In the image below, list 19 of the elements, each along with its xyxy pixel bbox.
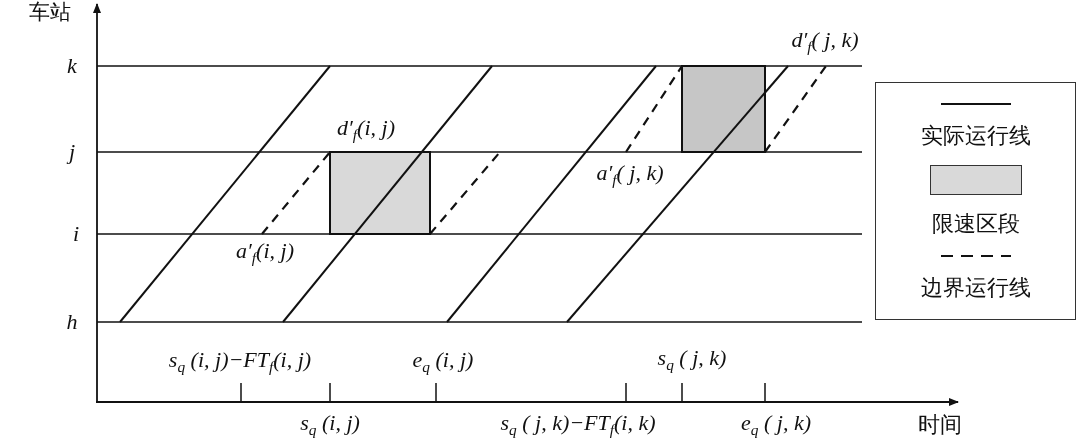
- axis-label: d′$_{f}$(i, j): [337, 115, 395, 145]
- axis-label: s$_{q}$ (i, j)−FT$_{f}$(i, j): [168, 347, 312, 377]
- axis-label: k: [67, 53, 77, 79]
- legend-label: 实际运行线: [920, 124, 1031, 149]
- legend-label: 边界运行线: [920, 276, 1031, 301]
- axis-label: e$_{q}$ (i, j): [412, 347, 474, 377]
- axis-label: s$_{q}$ ( j, k)−FT$_{f}$(i, k): [500, 410, 656, 440]
- axis-label: s$_{q}$ (i, j): [300, 410, 360, 440]
- axis-label: d′$_{f}$( j, k): [791, 27, 859, 57]
- axis-label: i: [72, 221, 80, 247]
- axis-title: 车站: [29, 1, 71, 25]
- axis-title: 时间: [918, 412, 962, 438]
- axis-label: j: [68, 139, 76, 165]
- axis-label: h: [66, 309, 78, 335]
- legend-label: 限速区段: [931, 212, 1020, 237]
- axis-label: e$_{q}$ ( j, k): [741, 410, 811, 440]
- axis-label: a′$_{f}$( j, k): [596, 160, 664, 190]
- axis-label: s$_{q}$ ( j, k): [657, 345, 727, 375]
- axis-label: a′$_{f}$(i, j): [236, 238, 294, 268]
